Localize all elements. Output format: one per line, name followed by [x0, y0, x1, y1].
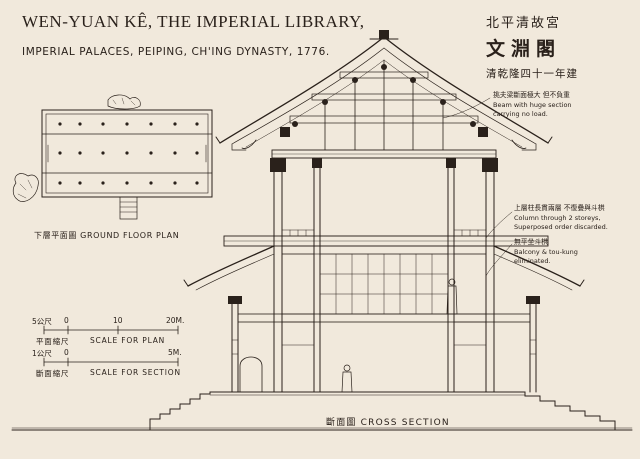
title-cn-date: 清乾隆四十一年建 [486, 68, 578, 80]
section-scale-tick-5: 5M. [168, 348, 182, 357]
section-scale-cn: 斷面縮尺 [36, 369, 70, 378]
cross-section [183, 30, 585, 393]
lower-interior [281, 253, 487, 393]
plan-columns [58, 122, 199, 185]
purlins [280, 64, 488, 137]
middle-floor [223, 235, 549, 255]
column-note-cn: 上層柱長貫兩層 不復疊與斗栱 [514, 204, 605, 212]
roof-truss [289, 59, 479, 151]
platform [11, 391, 633, 431]
plan-scale-tick-0: 0 [64, 316, 69, 325]
section-scale-label: SCALE FOR SECTION [90, 368, 181, 377]
ground-floor-plan-label: 下層平面圖 GROUND FLOOR PLAN [34, 231, 180, 240]
beam-note-line1: Beam with huge section [493, 101, 572, 109]
scale-figures [341, 278, 458, 393]
plan-scale-tick-20: 20M. [166, 316, 185, 325]
ground-floor-plan [12, 94, 213, 220]
balcony-note-line2: eliminated. [514, 257, 551, 265]
scale-bars [43, 325, 179, 367]
leader-lines [442, 97, 513, 277]
plan-scale-tick-10: 10 [113, 316, 123, 325]
cross-section-label: 斷面圖 CROSS SECTION [326, 418, 450, 428]
drawing-title: WEN-YUAN KÊ, THE IMPERIAL LIBRARY, [22, 12, 365, 31]
plan-scale-cn: 平面縮尺 [36, 337, 70, 346]
title-cn-name: 文淵閣 [486, 38, 562, 60]
section-scale-left: 1公尺 [32, 349, 52, 358]
plan-scale-label: SCALE FOR PLAN [90, 336, 166, 345]
beam-note-cn: 挑夫梁斷面極大 但不負重 [493, 91, 570, 99]
balcony-note-line1: Balcony & tou-kung [514, 248, 578, 256]
column-note-line1: Column through 2 storeys, [514, 214, 601, 222]
drawing-subtitle: IMPERIAL PALACES, PEIPING, CH'ING DYNAST… [22, 46, 330, 58]
section-scale-tick-0: 0 [64, 348, 69, 357]
beam-note-line2: carrying no load. [493, 110, 548, 118]
column-note-line2: Superposed order discarded. [514, 223, 608, 231]
balcony-note-cn: 無平坐斗栱 [514, 238, 548, 246]
title-cn-location: 北平清故宮 [486, 16, 562, 31]
plan-scale-left: 5公尺 [32, 317, 52, 326]
